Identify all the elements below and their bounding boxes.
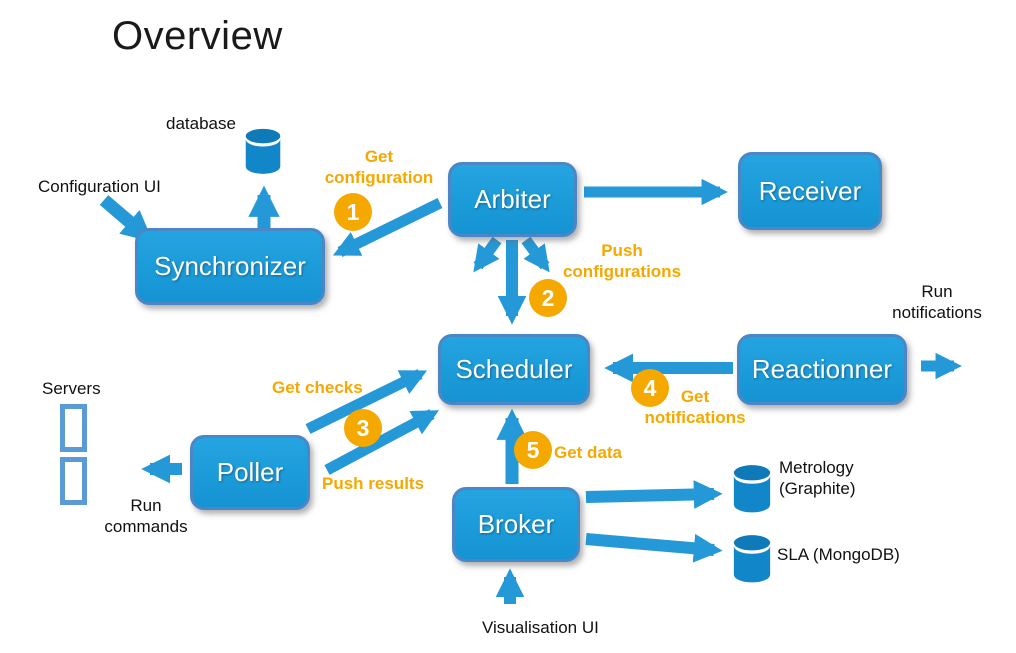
push-results-label: Push results xyxy=(322,474,425,493)
arrow-poller-push-results xyxy=(324,409,439,475)
node-label: Synchronizer xyxy=(154,251,306,281)
push-configurations-label: Push configurations xyxy=(562,241,682,282)
metrology-cylinder-icon xyxy=(733,465,771,513)
node-poller: Poller xyxy=(190,435,310,510)
arrow-configuration-ui-to-synchronizer xyxy=(99,195,154,243)
get-configuration-label: Get configuration xyxy=(324,147,434,188)
servers-label: Servers xyxy=(42,379,101,398)
arrow-broker-to-metrology xyxy=(585,480,723,509)
node-label: Reactionner xyxy=(751,354,893,384)
node-arbiter: Arbiter xyxy=(448,162,577,237)
database-label: database xyxy=(166,114,236,133)
page-title: Overview xyxy=(112,14,283,58)
arrow-broker-to-sla xyxy=(585,533,723,563)
metrology-label: Metrology (Graphite) xyxy=(779,458,856,499)
node-synchronizer: Synchronizer xyxy=(135,228,325,305)
step-badge-4: 4 xyxy=(631,369,669,407)
get-data-label: Get data xyxy=(554,443,623,462)
step-badge-2: 2 xyxy=(529,279,567,317)
visualisation-ui-label: Visualisation UI xyxy=(482,618,599,637)
step-badge-5: 5 xyxy=(514,431,552,469)
node-label: Poller xyxy=(216,457,284,487)
step-badge-3: 3 xyxy=(344,409,382,447)
node-label: Receiver xyxy=(758,175,862,206)
run-notifications-label: Run notifications xyxy=(892,282,982,323)
node-label: Arbiter xyxy=(474,184,551,214)
node-label: Scheduler xyxy=(455,354,573,384)
server-shape-1 xyxy=(60,404,87,452)
get-checks-label: Get checks xyxy=(272,378,363,397)
arrow-arbiter-fan-left xyxy=(473,236,502,273)
arrow-arbiter-fan-right xyxy=(521,236,550,273)
server-shape-2 xyxy=(60,457,87,505)
step-badge-1: 1 xyxy=(334,193,372,231)
sla-cylinder-icon xyxy=(733,535,771,583)
arrow-poller-get-checks xyxy=(305,369,428,434)
node-broker: Broker xyxy=(452,487,580,562)
run-commands-label: Run commands xyxy=(104,496,188,537)
get-notifications-label: Get notifications xyxy=(644,387,746,428)
node-receiver: Receiver xyxy=(738,152,882,230)
node-scheduler: Scheduler xyxy=(438,334,590,405)
configuration-ui-label: Configuration UI xyxy=(38,177,161,196)
database-cylinder-icon xyxy=(245,128,281,174)
arrow-arbiter-to-synchronizer xyxy=(332,198,443,257)
node-label: Broker xyxy=(477,509,555,539)
sla-label: SLA (MongoDB) xyxy=(777,545,900,564)
node-reactionner: Reactionner xyxy=(737,334,907,405)
